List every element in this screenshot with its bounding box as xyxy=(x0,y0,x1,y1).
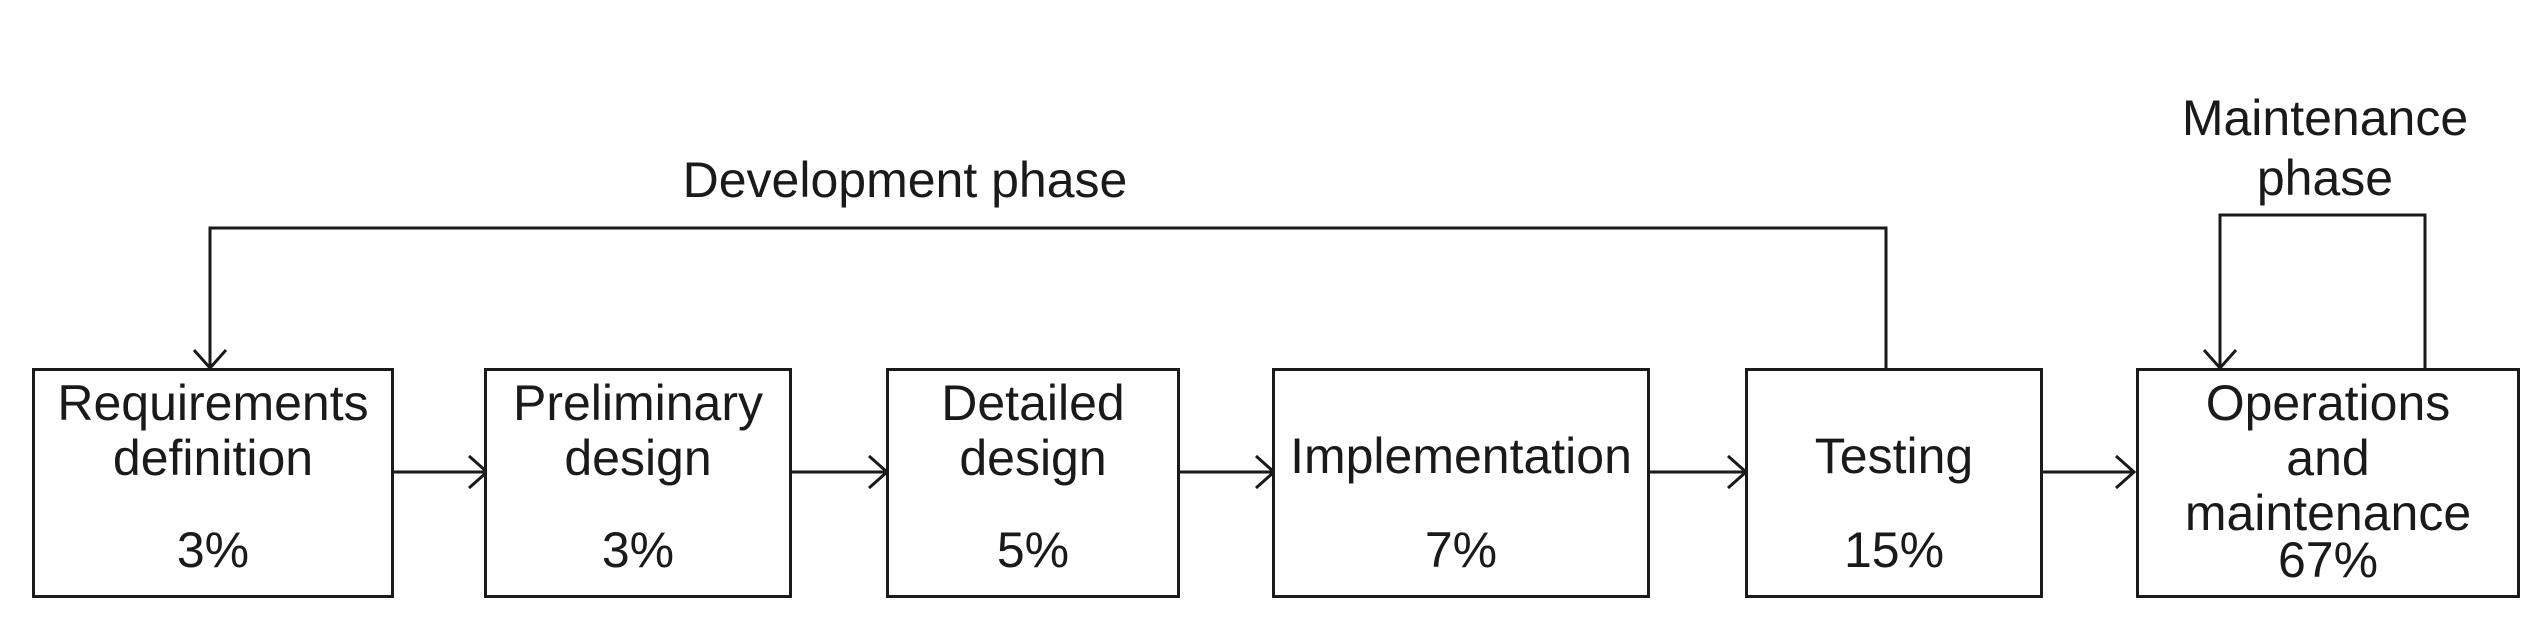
step-title: Implementation xyxy=(1290,428,1632,484)
step-implementation: Implementation 7% xyxy=(1272,368,1650,598)
step-percent: 67% xyxy=(2277,532,2379,588)
step-percent: 7% xyxy=(1424,522,1498,578)
maintenance-phase-label: Maintenance phase xyxy=(2181,90,2469,206)
maintenance-loop-arrow xyxy=(2218,213,2427,368)
step-title: Requirements definition xyxy=(57,375,369,486)
development-phase-label: Development phase xyxy=(682,152,1128,208)
step-percent: 15% xyxy=(1843,522,1945,578)
step-title: Testing xyxy=(1814,428,1974,484)
step-percent: 5% xyxy=(996,522,1070,578)
step-title: Preliminary design xyxy=(512,375,764,486)
step-preliminary-design: Preliminary design 3% xyxy=(484,368,792,598)
step-percent: 3% xyxy=(176,522,250,578)
step-detailed-design: Detailed design 5% xyxy=(886,368,1180,598)
development-loop-arrow xyxy=(208,226,1888,368)
step-percent: 3% xyxy=(601,522,675,578)
step-title: Detailed design xyxy=(941,375,1125,486)
arrowhead-5-6 xyxy=(2115,454,2137,490)
step-operations-and-maintenance: Operations and maintenance 67% xyxy=(2136,368,2520,598)
step-title: Operations and maintenance xyxy=(2184,375,2472,541)
step-requirements-definition: Requirements definition 3% xyxy=(32,368,394,598)
step-testing: Testing 15% xyxy=(1745,368,2043,598)
